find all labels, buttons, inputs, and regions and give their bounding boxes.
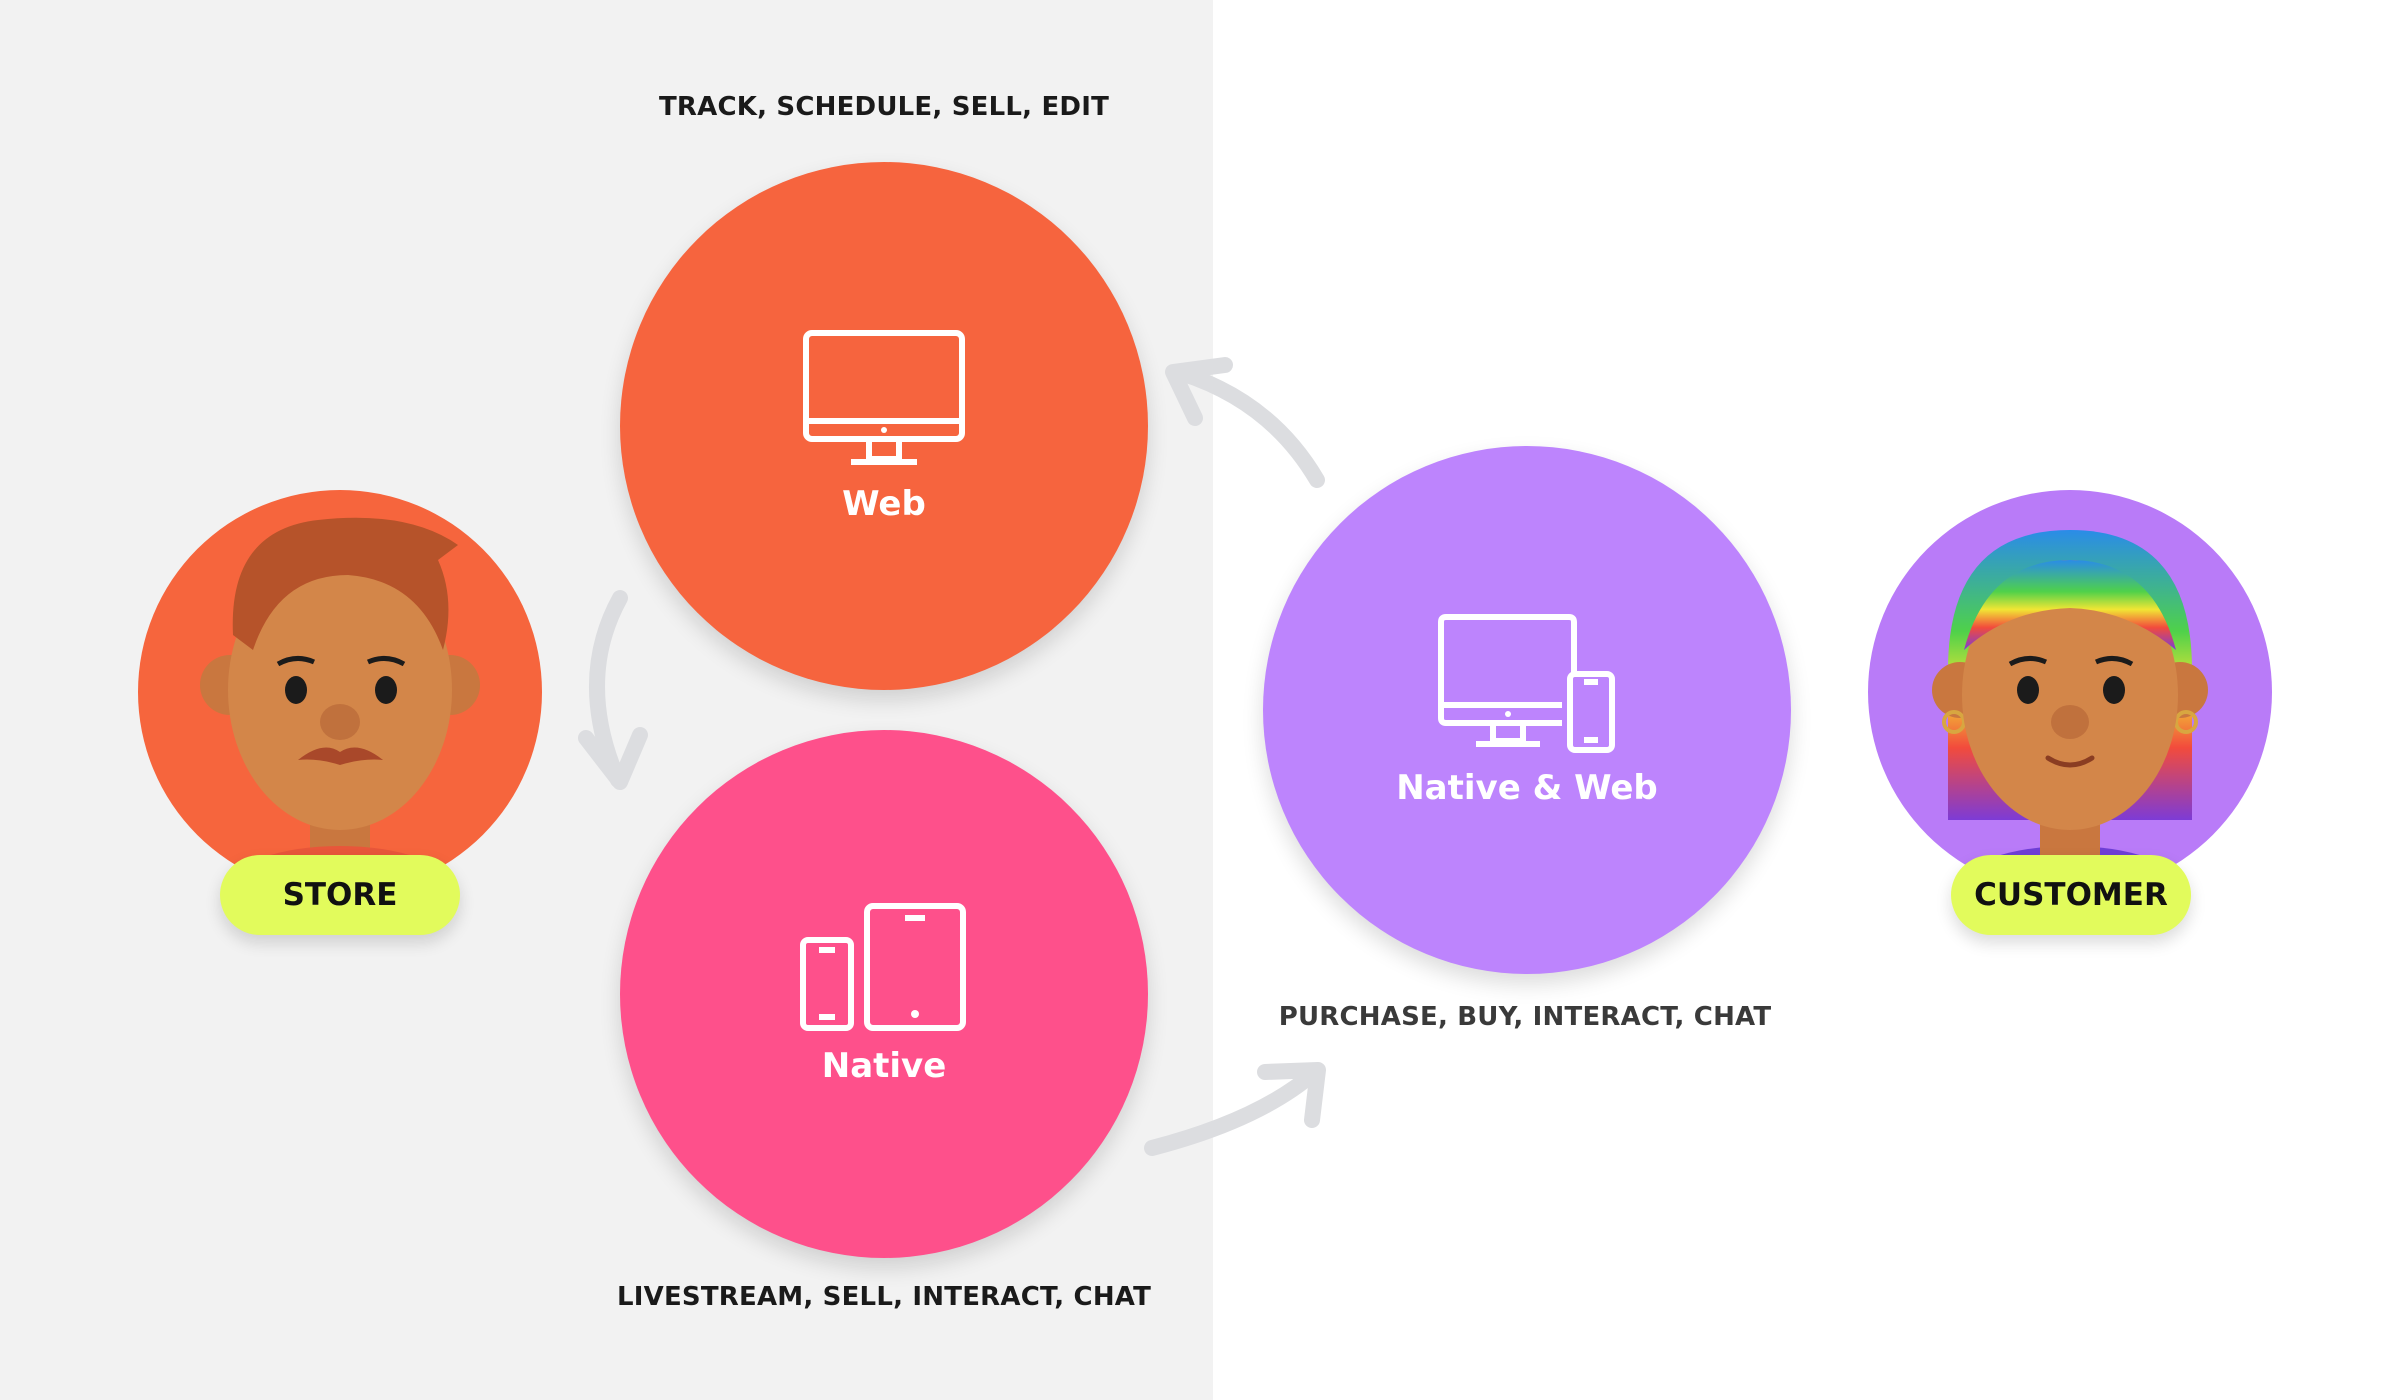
native-node-label: Native [821,1046,947,1086]
native-web-node: Native & Web [1263,446,1791,974]
woman-avatar-icon [1932,530,2208,894]
customer-avatar [1868,490,2272,894]
arrow-web-to-native [578,590,648,790]
native-web-node-label: Native & Web [1396,768,1658,808]
native-caption: LIVESTREAM, SELL, INTERACT, CHAT [616,1282,1152,1312]
monitor-icon [803,330,965,465]
arrow-native-to-nativeweb [1144,1062,1326,1156]
web-caption: TRACK, SCHEDULE, SELL, EDIT [658,92,1110,122]
arrow-nativeweb-to-web [1165,357,1325,488]
phone-tablet-icon [800,903,966,1031]
web-node: Web [620,162,1148,690]
store-avatar [138,490,542,894]
man-avatar-icon [200,517,480,894]
customer-role-badge: CUSTOMER [1951,855,2191,935]
store-role-badge: STORE [220,855,460,935]
monitor-phone-icon [1438,614,1615,753]
native-node: Native [620,730,1148,1258]
web-node-label: Web [842,484,926,524]
native-web-caption: PURCHASE, BUY, INTERACT, CHAT [1278,1002,1772,1032]
